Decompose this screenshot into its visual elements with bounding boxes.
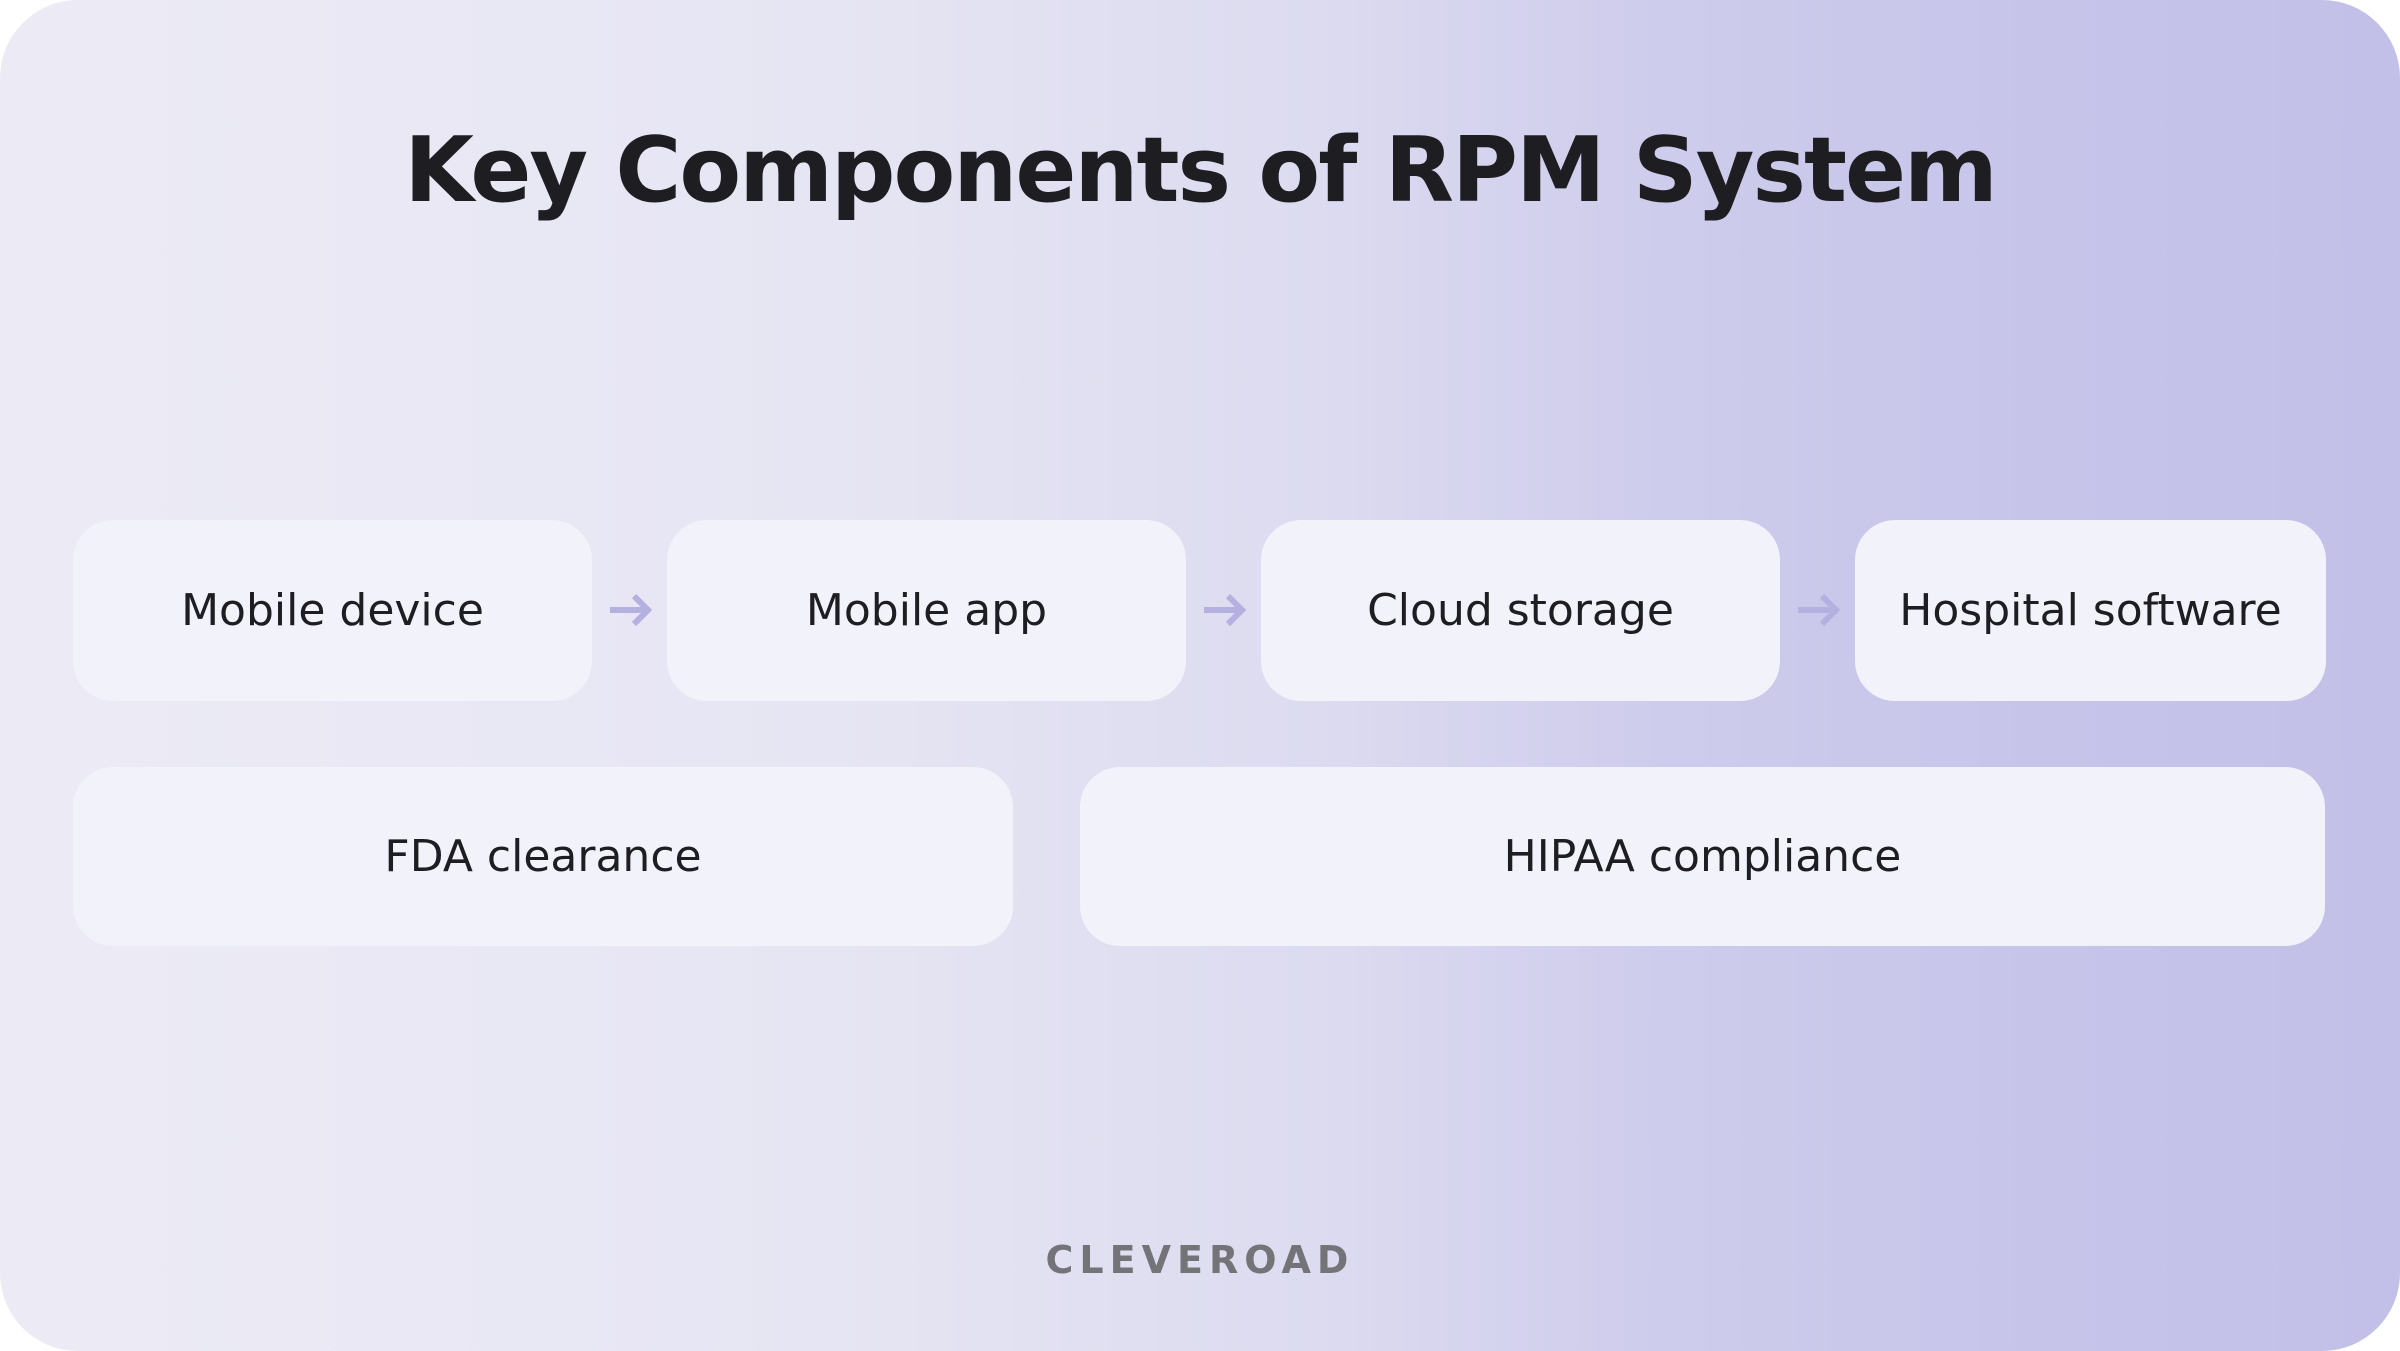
page-title: Key Components of RPM System [404, 118, 1998, 223]
flow-step-label: Cloud storage [1367, 585, 1674, 636]
flow-step-mobile-device: Mobile device [73, 520, 592, 701]
flow-step-label: Mobile device [181, 585, 484, 636]
requirement-label: FDA clearance [384, 831, 702, 882]
arrow-right-icon [610, 593, 653, 627]
flow-step-label: Mobile app [805, 585, 1048, 636]
requirement-fda-clearance: FDA clearance [73, 767, 1013, 946]
flow-step-cloud-storage: Cloud storage [1261, 520, 1780, 701]
requirement-hipaa-compliance: HIPAA compliance [1080, 767, 2325, 946]
flow-step-hospital-software: Hospital software [1855, 520, 2326, 701]
requirement-label: HIPAA compliance [1503, 831, 1902, 882]
arrow-right-icon [1798, 593, 1841, 627]
flow-step-mobile-app: Mobile app [667, 520, 1186, 701]
cleveroad-logo: CLEVEROAD [1045, 1238, 1355, 1282]
flow-step-label: Hospital software [1899, 585, 2282, 636]
arrow-right-icon [1204, 593, 1247, 627]
